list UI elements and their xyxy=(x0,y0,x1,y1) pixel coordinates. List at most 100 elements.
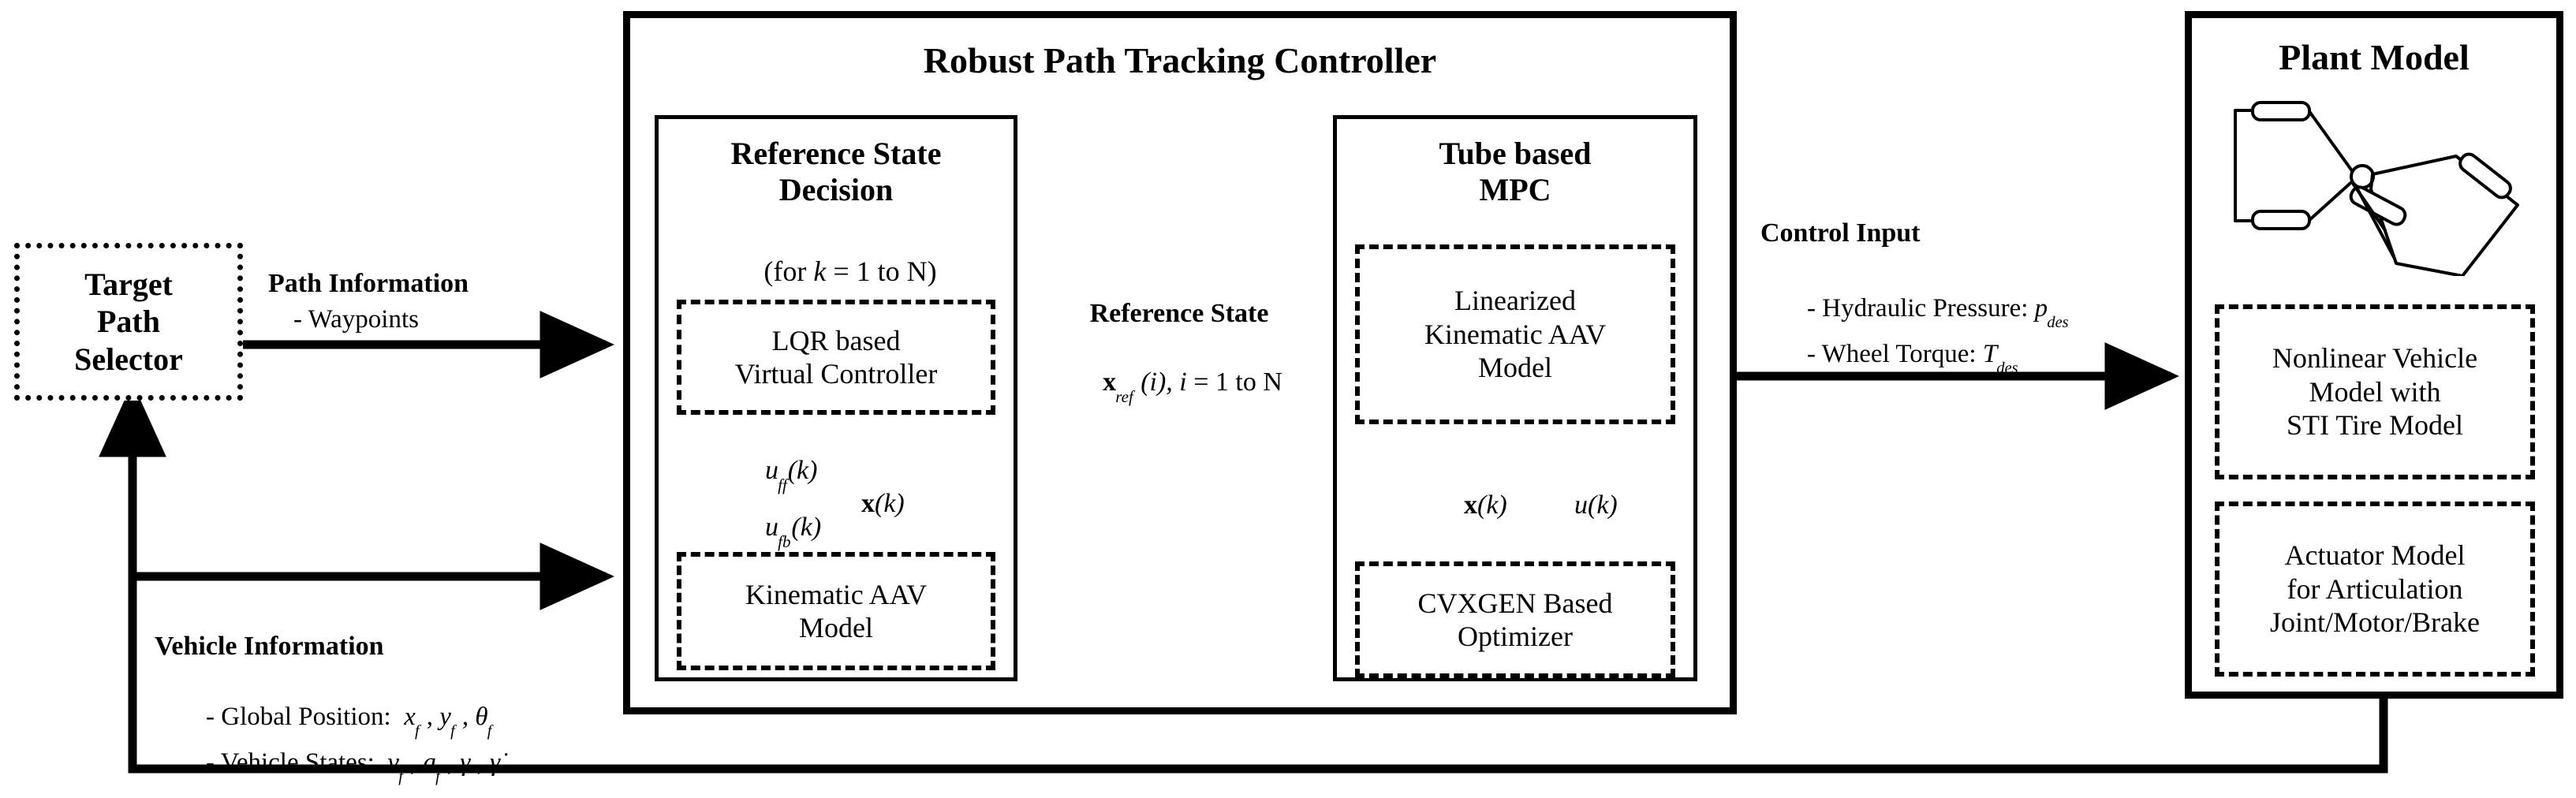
vi-item2-sep2: , xyxy=(440,748,461,777)
lqr-line-2: Virtual Controller xyxy=(734,358,938,390)
am-line-1: Actuator Model xyxy=(2284,539,2466,572)
mpc-title-line-1: Tube based xyxy=(1439,136,1592,171)
plant-model-title: Plant Model xyxy=(2279,37,2470,77)
ci-item2-text: - Wheel Torque: xyxy=(1807,340,1983,369)
vi-item2-sub1: f xyxy=(398,767,403,785)
vi-item1-sym1: x xyxy=(404,703,416,732)
rsd-loop-note-post: = 1 to N) xyxy=(826,255,937,287)
xref-range: = 1 to N xyxy=(1186,367,1282,397)
control-input-item-hydraulic-pressure: - Hydraulic Pressure: pdes xyxy=(1781,263,2254,358)
rsd-loop-note: (for k = 1 to N) xyxy=(655,222,1017,321)
vi-item2-sym4: γ̇ xyxy=(490,748,501,777)
u-ff-subscript: ff xyxy=(778,475,787,494)
vi-item2-sym2: a xyxy=(423,748,436,777)
vi-item2-text: - Vehicle States: xyxy=(206,748,388,777)
am-line-3: Joint/Motor/Brake xyxy=(2270,606,2480,639)
ci-item1-symbol: p xyxy=(2034,294,2048,323)
vi-item2-sym3: γ xyxy=(460,748,471,777)
cvxgen-based-optimizer-box[interactable]: CVXGEN Based Optimizer xyxy=(1355,561,1675,678)
vi-item1-sub1: f xyxy=(415,722,420,740)
vehicle-information-item-global-position: - Global Position: xf , yf , θf xyxy=(180,672,779,766)
u-fb-subscript: fb xyxy=(778,531,791,551)
vi-item1-sym2: y xyxy=(439,703,451,732)
u-ff-base: u xyxy=(765,456,778,486)
control-input-item-wheel-torque: - Wheel Torque: Tdes xyxy=(1781,309,2254,404)
reference-state-arrow-heading: Reference State xyxy=(1089,299,1269,328)
vehicle-information-heading: Vehicle Information xyxy=(155,632,384,661)
path-information-item-waypoints: - Waypoints xyxy=(293,305,419,334)
rsd-title-line-2: Decision xyxy=(778,172,894,207)
target-path-selector-label: Target Path Selector xyxy=(20,248,237,395)
cvx-line-1: CVXGEN Based xyxy=(1417,587,1613,619)
u-fb-base: u xyxy=(765,513,778,543)
input-mpc-arg: (k) xyxy=(1588,490,1618,520)
kin-line-2: Model xyxy=(799,612,873,643)
vi-item1-sep1: , xyxy=(420,703,440,732)
ci-item2-symbol: T xyxy=(1982,340,1998,369)
lin-line-1: Linearized xyxy=(1454,285,1576,317)
xref-arg: (i), xyxy=(1133,367,1180,397)
target-path-selector-box[interactable]: Target Path Selector xyxy=(14,243,243,401)
signal-label-u-fb: ufb(k) xyxy=(738,481,912,577)
vi-item1-sub3: f xyxy=(487,722,492,740)
ci-item2-subscript: des xyxy=(1996,359,2018,377)
articulated-vehicle-schematic xyxy=(2234,101,2519,276)
actuator-model-box[interactable]: Actuator Model for Articulation Joint/Mo… xyxy=(2215,502,2535,677)
input-mpc-base: u xyxy=(1574,490,1588,520)
rsd-loop-note-var: k xyxy=(813,255,827,287)
lqr-virtual-controller-label: LQR based Virtual Controller xyxy=(681,304,991,410)
kin-line-1: Kinematic AAV xyxy=(745,578,928,610)
state-rsd-base: x xyxy=(861,489,875,519)
cvxgen-optimizer-label: CVXGEN Based Optimizer xyxy=(1360,566,1671,673)
controller-title: Robust Path Tracking Controller xyxy=(923,40,1437,80)
rsd-loop-note-pre: (for xyxy=(763,255,814,287)
mpc-title-line-2: MPC xyxy=(1479,172,1551,207)
reference-state-arrow-symbol: xref (i), i = 1 to N xyxy=(1025,336,1333,432)
nvm-line-3: STI Tire Model xyxy=(2286,409,2464,442)
nvm-line-2: Model with xyxy=(2309,375,2441,408)
xref-index: i xyxy=(1179,367,1187,397)
state-mpc-base: x xyxy=(1464,490,1477,520)
vi-item1-sym3: θ xyxy=(475,703,488,732)
kinematic-aav-model-box[interactable]: Kinematic AAV Model xyxy=(677,552,995,670)
am-line-2: for Articulation xyxy=(2287,572,2463,605)
u-ff-arg: (k) xyxy=(787,456,818,486)
nonlinear-vehicle-model-box[interactable]: Nonlinear Vehicle Model with STI Tire Mo… xyxy=(2215,304,2535,479)
cvx-line-2: Optimizer xyxy=(1458,621,1573,652)
vi-item1-text: - Global Position: xyxy=(206,703,405,732)
vi-item2-sym1: v xyxy=(387,748,399,777)
xref-base: x xyxy=(1103,367,1117,397)
vi-item2-sep3: , xyxy=(470,748,491,777)
linearized-kinematic-aav-model-box[interactable]: Linearized Kinematic AAV Model xyxy=(1355,244,1675,424)
state-rsd-arg: (k) xyxy=(875,489,905,519)
control-input-heading: Control Input xyxy=(1760,218,1921,248)
state-mpc-arg: (k) xyxy=(1477,490,1507,520)
signal-label-state-rsd: x(k) xyxy=(834,457,992,550)
nvm-line-1: Nonlinear Vehicle xyxy=(2272,342,2478,375)
path-information-heading: Path Information xyxy=(268,269,469,298)
signal-label-input-mpc: u(k) xyxy=(1547,459,1705,552)
vi-item1-sub2: f xyxy=(450,722,455,740)
lin-line-2: Kinematic AAV xyxy=(1424,318,1607,350)
ci-item1-text: - Hydraulic Pressure: xyxy=(1807,294,2035,323)
vehicle-information-item-vehicle-states: - Vehicle States: vf , af , γ , γ̇ xyxy=(180,718,779,798)
u-fb-arg: (k) xyxy=(791,513,822,543)
lqr-virtual-controller-box[interactable]: LQR based Virtual Controller xyxy=(677,300,995,415)
vi-item1-sep2: , xyxy=(455,703,476,732)
tps-line-3: Selector xyxy=(74,341,183,377)
vi-item2-sep1: , xyxy=(403,748,424,777)
tps-line-2: Path xyxy=(97,304,160,340)
linearized-model-label: Linearized Kinematic AAV Model xyxy=(1360,249,1671,420)
tps-line-1: Target xyxy=(84,267,173,303)
lin-line-3: Model xyxy=(1478,352,1552,384)
nonlinear-vehicle-model-label: Nonlinear Vehicle Model with STI Tire Mo… xyxy=(2219,309,2530,475)
vi-item2-sub2: f xyxy=(435,767,440,785)
actuator-model-label: Actuator Model for Articulation Joint/Mo… xyxy=(2219,506,2530,672)
ci-item1-subscript: des xyxy=(2047,313,2069,331)
signal-label-state-mpc: x(k) xyxy=(1437,459,1595,552)
xref-subscript: ref xyxy=(1115,386,1133,406)
signal-label-u-ff: uff(k) xyxy=(738,424,912,520)
kinematic-aav-model-label: Kinematic AAV Model xyxy=(681,557,991,666)
rsd-title-line-1: Reference State xyxy=(730,136,942,171)
